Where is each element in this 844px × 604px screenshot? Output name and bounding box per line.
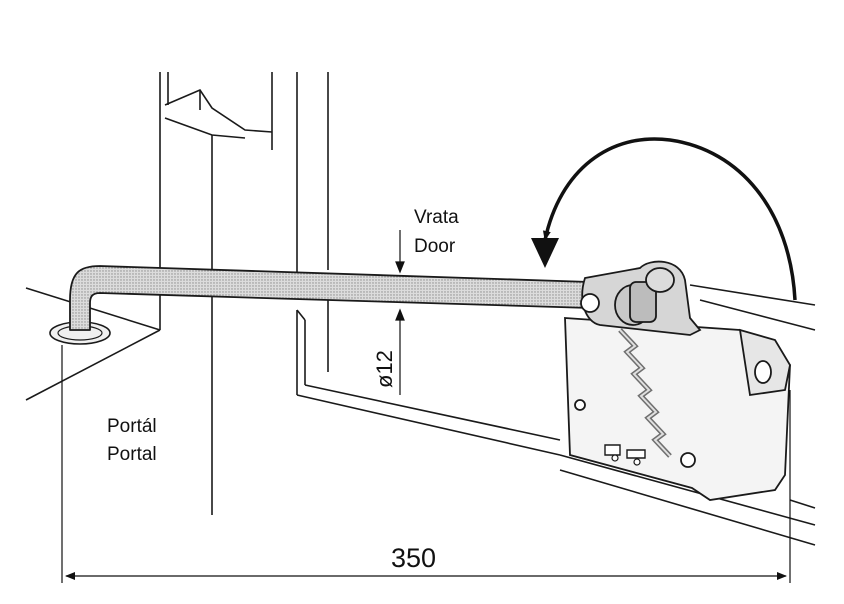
rotation-arrow-head (531, 238, 559, 268)
length-label: 350 (391, 543, 436, 573)
portal-structure (25, 72, 816, 546)
door-label-cz: Vrata (414, 207, 459, 228)
portal-label-en: Portal (107, 444, 157, 465)
rod-socket (49, 321, 111, 345)
length-dimension (61, 345, 791, 583)
diameter-dimension (395, 230, 405, 395)
diameter-label: ø12 (372, 350, 397, 388)
door-label-en: Door (414, 236, 456, 257)
portal-label-cz: Portál (107, 416, 157, 437)
closer-rod (69, 265, 591, 331)
rotation-arrow (542, 137, 797, 301)
closer-mechanism (564, 260, 791, 501)
